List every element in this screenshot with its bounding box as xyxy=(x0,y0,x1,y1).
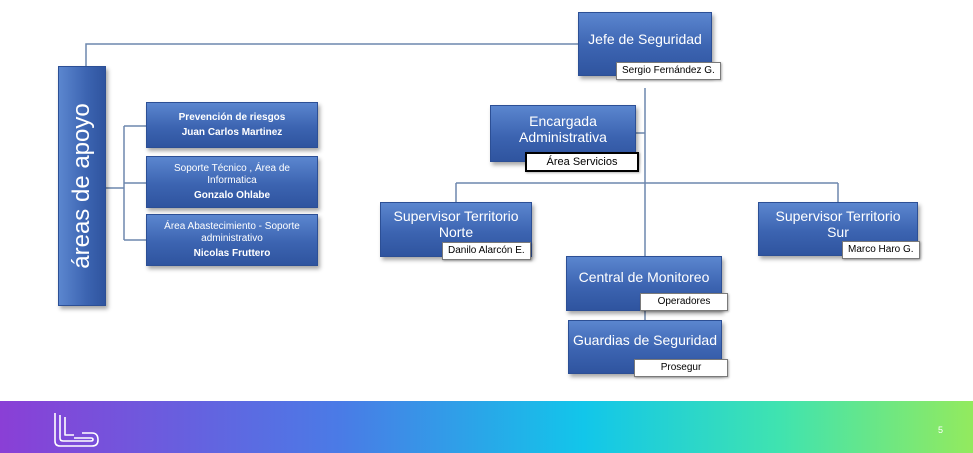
admin-area-tag: Área Servicios xyxy=(525,152,639,172)
support-areas-label: áreas de apoyo xyxy=(68,103,95,269)
supervisor-north-name-tag: Danilo Alarcón E. xyxy=(442,242,531,260)
guards-title: Guardias de Seguridad xyxy=(573,332,717,348)
supervisor-south-box: Supervisor Territorio Sur xyxy=(758,202,918,256)
supervisor-north-title: Supervisor Territorio Norte xyxy=(393,208,519,240)
unit-person: Gonzalo Ohlabe xyxy=(193,189,271,201)
unit-person: Nicolas Fruttero xyxy=(193,247,271,259)
footer-band: 5 xyxy=(0,401,973,453)
page-number: 5 xyxy=(937,425,943,435)
monitoring-tag: Operadores xyxy=(640,293,728,311)
support-unit-supply: Área Abastecimiento - Soporte administra… xyxy=(146,214,318,266)
supervisor-south-name-tag: Marco Haro G. xyxy=(842,241,920,259)
unit-title: Área Abastecimiento - Soporte administra… xyxy=(164,220,300,244)
support-unit-it: Soporte Técnico , Área de Informatica Go… xyxy=(146,156,318,208)
chief-title: Jefe de Seguridad xyxy=(588,31,702,47)
admin-title: Encargada Administrativa xyxy=(519,113,607,145)
brand-logo-icon xyxy=(54,413,99,447)
supervisor-south-title: Supervisor Territorio Sur xyxy=(775,208,901,240)
support-areas-box: áreas de apoyo xyxy=(58,66,106,306)
unit-title: Soporte Técnico , Área de Informatica xyxy=(174,162,290,186)
chief-name-tag: Sergio Fernández G. xyxy=(616,62,721,80)
guards-tag: Prosegur xyxy=(634,359,728,377)
support-unit-risk-prevention: Prevención de riesgos Juan Carlos Martin… xyxy=(146,102,318,148)
connector-chief-support xyxy=(85,43,578,66)
monitoring-title: Central de Monitoreo xyxy=(578,269,710,285)
unit-title: Prevención de riesgos xyxy=(178,111,286,123)
unit-person: Juan Carlos Martinez xyxy=(181,126,283,138)
